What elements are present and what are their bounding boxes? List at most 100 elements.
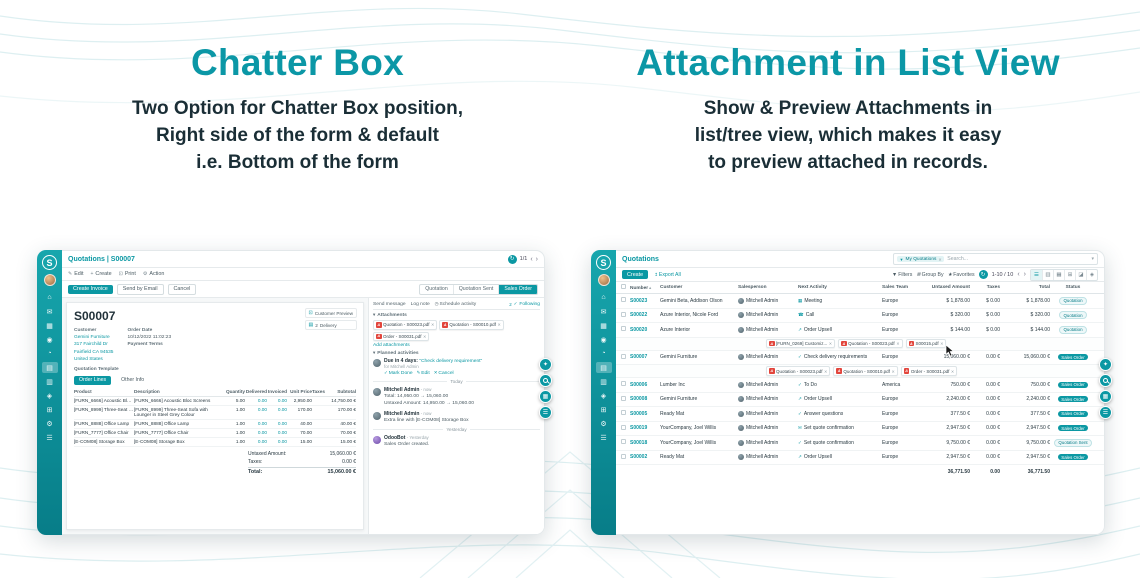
table-row[interactable]: S00022 Azure Interior, Nicole Ford Mitch…	[616, 309, 1104, 323]
col-unit-price[interactable]: Unit Price	[290, 389, 312, 395]
close-icon[interactable]: ✕	[940, 341, 944, 346]
pager-next-button[interactable]: ›	[535, 255, 538, 263]
sidebar-icon-settings[interactable]: ⚙	[600, 420, 607, 428]
table-row[interactable]: S00006 Lumber Inc Mitchell Admin ✓To Do …	[616, 378, 1104, 393]
cell-next-activity[interactable]: Check delivery requirements	[803, 354, 868, 361]
col-quantity[interactable]: Quantity	[226, 389, 246, 395]
add-attachments-button[interactable]: Add attachments	[373, 343, 410, 348]
app-logo[interactable]: S	[596, 255, 611, 270]
sidebar-icon-inventory[interactable]: ◈	[46, 392, 53, 400]
attachment-name[interactable]: S00015.pdf	[915, 341, 939, 346]
close-icon[interactable]: ✕	[824, 368, 828, 374]
cell-next-activity[interactable]: Call	[805, 312, 815, 319]
row-checkbox[interactable]	[621, 311, 626, 317]
activity-title[interactable]: "Check delivery requirement"	[419, 359, 483, 364]
message-author[interactable]: OdooBot	[384, 435, 406, 442]
col-number[interactable]: Number▴	[630, 284, 652, 291]
cell-next-activity[interactable]: Answer questions	[803, 410, 844, 417]
col-next-activity[interactable]: Next Activity	[798, 285, 827, 290]
sidebar-icon-contacts[interactable]: ◉	[46, 336, 53, 344]
row-checkbox[interactable]	[621, 297, 626, 303]
table-row[interactable]: S00023 Gemini Beta, Addison Olson Mitche…	[616, 294, 1104, 309]
pager-previous-button[interactable]: ‹	[530, 255, 533, 263]
sidebar-icon-purchase[interactable]: ⊞	[46, 406, 53, 414]
schedule-activity-tab[interactable]: ◷Schedule activity	[435, 301, 477, 307]
col-sales-team[interactable]: Sales Team	[882, 285, 909, 290]
tab-order-lines[interactable]: Order Lines	[74, 375, 112, 385]
message-author[interactable]: Mitchell Admin	[384, 387, 420, 393]
sidebar-icon-contacts[interactable]: ◉	[600, 336, 607, 344]
print-button[interactable]: ⊡Print	[119, 271, 136, 277]
edit-activity-button[interactable]: ✎Edit	[417, 370, 430, 376]
following-button[interactable]: 2✓Following	[509, 301, 540, 307]
close-icon[interactable]: ✕	[423, 333, 427, 339]
breadcrumb[interactable]: Quotations	[622, 255, 659, 263]
table-row[interactable]: S00019 YourCompany, Joel Willis Mitchell…	[616, 422, 1104, 436]
refresh-button[interactable]: ↻	[978, 270, 988, 279]
cell-number[interactable]: S00020	[630, 326, 648, 333]
planned-activities-label[interactable]: Planned activities	[377, 350, 419, 356]
graph-view-button[interactable]: ◪	[1075, 269, 1086, 280]
col-delivered[interactable]: Delivered	[245, 389, 267, 395]
table-row[interactable]: S00007 Gemini Furniture Mitchell Admin ✓…	[616, 351, 1104, 365]
col-product[interactable]: Product	[74, 389, 92, 395]
cell-next-activity[interactable]: Order Upsell	[803, 396, 832, 403]
action-button[interactable]: ⚙Action	[143, 271, 164, 277]
attachments-label[interactable]: Attachments	[377, 312, 407, 318]
cell-next-activity[interactable]: Set quote confirmation	[803, 425, 854, 432]
attachment-name[interactable]: Quotation - S00023.pdf	[848, 341, 895, 346]
menu-list-button[interactable]: ☰	[1099, 406, 1112, 419]
cell-next-activity[interactable]: Order Upsell	[803, 454, 832, 461]
status-quotation[interactable]: Quotation	[425, 286, 448, 292]
sidebar-icon-settings[interactable]: ⚙	[46, 420, 53, 428]
list-view-button[interactable]: ☰	[1031, 269, 1042, 280]
row-checkbox[interactable]	[621, 381, 626, 387]
cell-number[interactable]: S00006	[630, 381, 648, 388]
cell-number[interactable]: S00022	[630, 312, 648, 319]
mark-done-button[interactable]: ✓Mark Done	[384, 370, 413, 376]
search-fab-button[interactable]	[1099, 374, 1112, 387]
close-icon[interactable]: ✕	[950, 368, 955, 374]
close-icon[interactable]: ✕	[497, 322, 501, 328]
close-icon[interactable]: ✕	[896, 341, 900, 346]
row-checkbox[interactable]	[621, 353, 626, 359]
search-placeholder[interactable]: Search...	[947, 256, 969, 262]
sidebar-icon-purchase[interactable]: ⊞	[600, 406, 607, 414]
sidebar-icon-calendar[interactable]: ▦	[600, 322, 607, 330]
send-by-email-button[interactable]: Send by Email	[116, 283, 164, 295]
cancel-activity-button[interactable]: ✕Cancel	[434, 370, 454, 376]
select-all-checkbox[interactable]	[621, 284, 626, 289]
table-row[interactable]: S00008 Gemini Furniture Mitchell Admin ↗…	[616, 393, 1104, 407]
edit-button[interactable]: ✎Edit	[68, 271, 84, 277]
menu-list-button[interactable]: ☰	[539, 406, 552, 419]
apps-grid-button[interactable]: ▦	[539, 390, 552, 403]
calendar-view-button[interactable]: ▦	[1053, 269, 1064, 280]
close-icon[interactable]: ✕	[431, 322, 435, 328]
attachment-name[interactable]: Quotation - S00010.pdf	[449, 322, 496, 328]
attachment-name[interactable]: [FURN_0269] Customiz...	[776, 341, 828, 346]
sidebar-icon-inventory[interactable]: ◈	[600, 392, 607, 400]
cancel-button[interactable]: Cancel	[167, 283, 197, 295]
row-checkbox[interactable]	[621, 424, 626, 430]
order-line-row[interactable]: [FURN_8999] Three-Seat Sofa [FURN_8999] …	[74, 406, 356, 420]
log-note-tab[interactable]: Log note	[410, 301, 430, 307]
sidebar-icon-discuss[interactable]: ✉	[600, 308, 607, 316]
attachment-name[interactable]: Order - S00031.pdf	[910, 368, 950, 374]
sidebar-icon-apps[interactable]: ☰	[46, 434, 53, 442]
app-logo[interactable]: S	[42, 255, 57, 270]
col-untaxed[interactable]: Untaxed Amount	[931, 285, 970, 290]
table-row[interactable]: S00018 YourCompany, Joel Willis Mitchell…	[616, 436, 1104, 451]
attachment-name[interactable]: Quotation - S00010.pdf	[843, 368, 890, 374]
order-line-row[interactable]: [FURN_7777] Office Chair [FURN_7777] Off…	[74, 429, 356, 438]
kanban-view-button[interactable]: ▥	[1042, 269, 1053, 280]
order-line-row[interactable]: [E-COM08] Storage Box [E-COM08] Storage …	[74, 438, 356, 447]
cell-number[interactable]: S00018	[630, 439, 648, 446]
col-taxes[interactable]: Taxes	[312, 389, 325, 395]
col-total[interactable]: Total	[1038, 285, 1050, 290]
sidebar-icon-home[interactable]: ⌂	[47, 294, 52, 301]
status-sales-order[interactable]: Sales Order	[498, 284, 537, 294]
pivot-view-button[interactable]: ⊞	[1064, 269, 1075, 280]
sidebar-icon-apps[interactable]: ☰	[600, 434, 607, 442]
